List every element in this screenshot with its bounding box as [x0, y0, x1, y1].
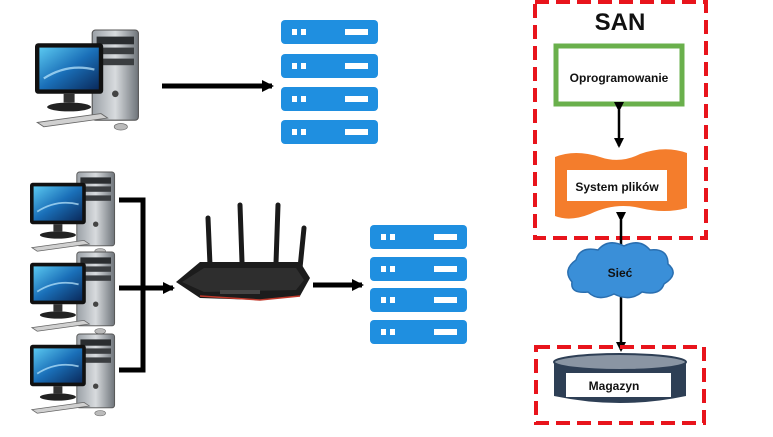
- server-rack-icon: [370, 225, 467, 344]
- desktop-computer-icon: [29, 171, 116, 255]
- desktop-computer-icon: [29, 333, 116, 417]
- desktop-computer-icon: [33, 28, 140, 132]
- software-label: Oprogramowanie: [570, 71, 669, 85]
- filesystem-label-box: [567, 170, 667, 201]
- pc-connector-bracket: [119, 197, 175, 373]
- storage-label: Magazyn: [589, 379, 640, 393]
- network-label: Sieć: [608, 266, 633, 280]
- wireless-router-icon: [176, 202, 310, 301]
- san-title: SAN: [595, 9, 646, 36]
- storage-boundary: [534, 345, 706, 425]
- server-rack-icon: [281, 20, 378, 144]
- software-box: [553, 43, 685, 107]
- filesystem-label: System plików: [575, 180, 659, 194]
- network-cloud-icon: [567, 242, 674, 299]
- storage-cylinder-icon: [553, 353, 687, 403]
- desktop-computer-icon: [29, 251, 116, 335]
